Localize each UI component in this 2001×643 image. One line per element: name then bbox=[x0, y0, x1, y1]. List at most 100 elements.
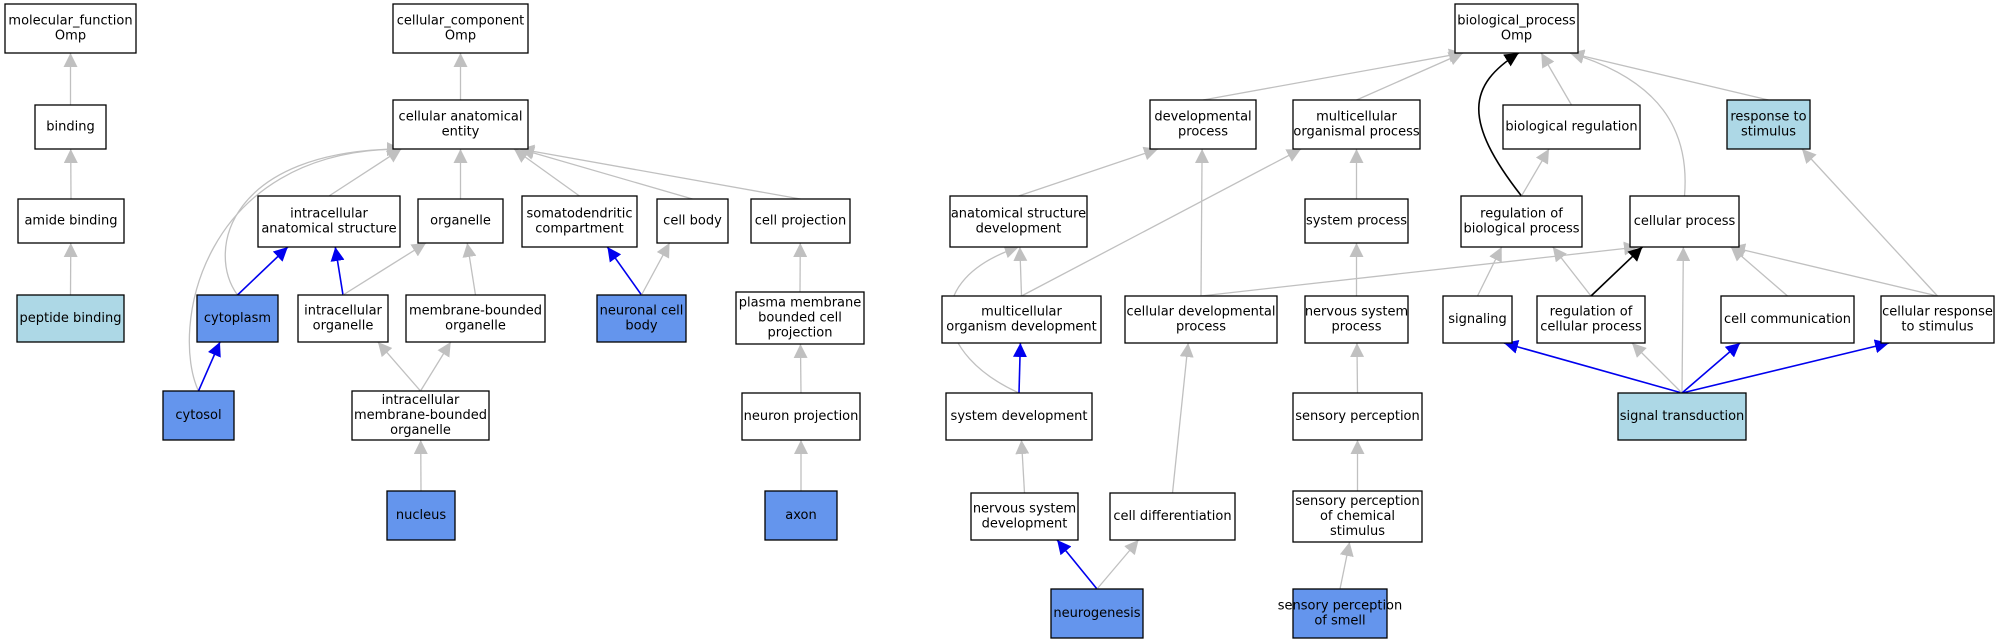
node-label: of smell bbox=[1314, 614, 1365, 629]
edge-cell-diff-to-cdp bbox=[1171, 342, 1194, 494]
node-label: sensory perception bbox=[1278, 599, 1403, 614]
node-label: neuronal cell bbox=[600, 304, 684, 319]
node-label: cellular process bbox=[1634, 214, 1736, 229]
go-term-node-peptide-binding[interactable]: peptide binding bbox=[16, 294, 125, 343]
node-label: signaling bbox=[1448, 312, 1507, 327]
go-term-node-signaling[interactable]: signaling bbox=[1442, 295, 1513, 344]
go-term-node-binding[interactable]: binding bbox=[34, 104, 107, 150]
node-box bbox=[4, 3, 137, 54]
edge-cytoplasm-to-cae bbox=[224, 142, 402, 296]
node-label: somatodendritic bbox=[527, 207, 633, 222]
edge-cdp-to-cell-proc bbox=[1200, 241, 1639, 297]
node-box bbox=[417, 198, 504, 244]
go-term-node-bio-reg[interactable]: biological regulation bbox=[1502, 104, 1641, 150]
go-term-node-organelle[interactable]: organelle bbox=[417, 198, 504, 244]
node-label: process bbox=[1178, 125, 1228, 140]
edge-sps-to-spcs bbox=[1339, 541, 1354, 590]
node-box bbox=[1726, 99, 1811, 150]
edge-ncb-to-somato bbox=[606, 246, 643, 296]
edge-imbo-to-mbo bbox=[419, 341, 452, 392]
node-box bbox=[16, 294, 125, 343]
node-label: entity bbox=[442, 125, 480, 140]
node-label: process bbox=[1332, 320, 1382, 335]
go-term-node-cell-proj[interactable]: cell projection bbox=[750, 198, 851, 244]
node-label: intracellular bbox=[304, 304, 382, 319]
node-label: projection bbox=[768, 326, 833, 341]
go-term-node-nucleus[interactable]: nucleus bbox=[386, 490, 456, 541]
node-label: development bbox=[976, 222, 1062, 237]
go-term-node-amide-binding[interactable]: amide binding bbox=[17, 198, 125, 244]
node-label: cellular_component bbox=[397, 14, 525, 29]
edge-layer bbox=[63, 48, 1938, 590]
node-box bbox=[392, 99, 529, 150]
node-box bbox=[949, 195, 1088, 248]
go-term-node-sig-trans[interactable]: signal transduction bbox=[1617, 392, 1747, 441]
edge-mod-to-multi-proc bbox=[1021, 148, 1302, 297]
node-label: regulation of bbox=[1480, 207, 1563, 222]
node-box bbox=[1292, 392, 1423, 441]
edge-neuron-proj-to-pmbcp bbox=[793, 343, 808, 394]
node-box bbox=[1304, 198, 1409, 244]
node-label: axon bbox=[785, 508, 816, 523]
node-label: cellular response bbox=[1882, 305, 1993, 320]
go-term-node-cell-diff[interactable]: cell differentiation bbox=[1109, 492, 1236, 541]
go-term-node-cytoplasm[interactable]: cytoplasm bbox=[196, 294, 279, 343]
node-box bbox=[735, 291, 865, 345]
node-label: Omp bbox=[445, 29, 476, 44]
node-box bbox=[1109, 492, 1236, 541]
go-term-node-neuron-proj[interactable]: neuron projection bbox=[741, 392, 861, 441]
go-term-node-sens-perc[interactable]: sensory perception bbox=[1292, 392, 1423, 441]
go-term-node-cell-comm[interactable]: cell communication bbox=[1720, 295, 1855, 344]
node-label: cytoplasm bbox=[204, 311, 271, 326]
go-term-node-cell-proc[interactable]: cellular process bbox=[1629, 195, 1740, 248]
node-box bbox=[405, 294, 546, 343]
go-term-node-cytosol[interactable]: cytosol bbox=[162, 390, 235, 441]
edge-neurogenesis-to-cell-diff bbox=[1096, 539, 1140, 590]
node-box bbox=[386, 490, 456, 541]
node-label: body bbox=[625, 319, 657, 334]
go-term-node-cell-body[interactable]: cell body bbox=[656, 198, 729, 244]
go-term-node-sys-dev[interactable]: system development bbox=[945, 392, 1093, 441]
go-term-node-sys-proc[interactable]: system process bbox=[1304, 198, 1409, 244]
go-term-node-neurogenesis[interactable]: neurogenesis bbox=[1050, 588, 1144, 639]
node-label: biological_process bbox=[1457, 14, 1576, 29]
node-label: cellular process bbox=[1540, 320, 1642, 335]
node-box bbox=[1149, 99, 1257, 150]
edge-cytoplasm-to-ias bbox=[236, 246, 289, 296]
node-label: binding bbox=[46, 120, 94, 135]
edge-bio-reg-to-bp bbox=[1540, 52, 1573, 106]
node-label: signal transduction bbox=[1620, 409, 1745, 424]
node-box bbox=[351, 390, 490, 441]
node-label: system process bbox=[1306, 214, 1407, 229]
node-label: cell projection bbox=[755, 214, 846, 229]
go-term-node-axon[interactable]: axon bbox=[764, 490, 838, 541]
node-box bbox=[1292, 588, 1388, 639]
node-label: organelle bbox=[430, 214, 491, 229]
node-box bbox=[1292, 490, 1423, 543]
